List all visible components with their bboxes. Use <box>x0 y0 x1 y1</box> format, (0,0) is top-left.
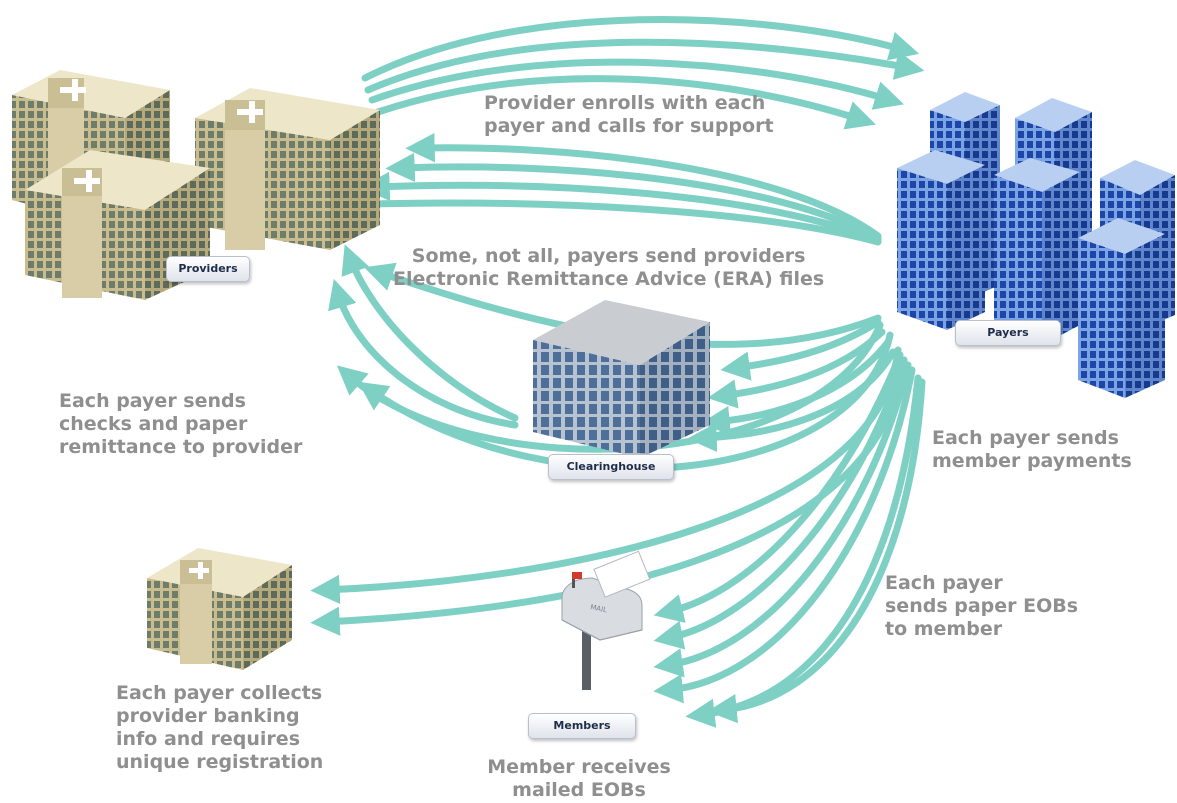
mailbox-icon: MAIL <box>561 550 651 690</box>
caption-line: Each payer sends <box>59 390 246 412</box>
caption-line: to member <box>885 618 1003 640</box>
era-arrow-3 <box>360 171 882 244</box>
caption-era-files: Some, not all, payers send providers Ele… <box>393 245 824 291</box>
caption-line: mailed EOBs <box>512 779 646 801</box>
enroll-arrow-1 <box>361 15 920 82</box>
payer-tower-3 <box>897 150 985 330</box>
clearinghouse-building <box>533 300 710 458</box>
providers-badge: Providers <box>166 256 250 282</box>
caption-line: Each payer collects <box>116 682 323 704</box>
provider-building-2 <box>195 88 380 250</box>
caption-line: provider banking <box>116 705 300 727</box>
caption-line: Each payer <box>885 572 1003 594</box>
caption-checks-paper: Each payer sends checks and paper remitt… <box>59 390 302 459</box>
caption-paper-eobs: Each payer sends paper EOBs to member <box>885 572 1078 641</box>
provider-building-3 <box>25 150 210 300</box>
eob-arrow-3 <box>653 361 912 678</box>
caption-line: Electronic Remittance Advice (ERA) files <box>393 268 825 290</box>
era-arrow-2 <box>385 152 882 242</box>
payer-tower-6 <box>1078 218 1165 398</box>
mailbox-label: MAIL <box>590 603 608 614</box>
caption-line: payer and calls for support <box>484 115 774 137</box>
enroll-arrow-4 <box>374 75 876 130</box>
caption-banking-info: Each payer collects provider banking inf… <box>116 682 323 774</box>
eob-arrow-1 <box>653 351 904 623</box>
caption-line: remittance to provider <box>59 436 303 458</box>
caption-line: sends paper EOBs <box>885 595 1079 617</box>
small-provider-building <box>147 548 292 670</box>
enroll-arrow-2 <box>364 38 925 94</box>
clearinghouse-badge: Clearinghouse <box>548 454 674 480</box>
caption-line: unique registration <box>116 751 324 773</box>
payer-ch-arrow-4 <box>687 348 897 453</box>
caption-line: Provider enrolls with each <box>484 92 766 114</box>
payers-badge: Payers <box>955 320 1061 346</box>
members-badge: Members <box>528 713 636 739</box>
enroll-arrow-3 <box>368 58 905 110</box>
payer-ch-arrow-3 <box>700 338 892 436</box>
ch-provider-arrow-2 <box>328 278 519 429</box>
eob-arrow-2 <box>653 356 908 650</box>
payer-ch-arrow-1 <box>720 318 882 381</box>
caption-line: checks and paper <box>59 413 248 435</box>
caption-line: Member receives <box>487 756 671 778</box>
caption-line: Each payer sends <box>932 427 1119 449</box>
era-arrow-4 <box>323 189 882 246</box>
providers-buildings <box>12 70 380 300</box>
payer-tower-4 <box>994 158 1080 345</box>
caption-line: Some, not all, payers send providers <box>411 245 806 267</box>
caption-line: info and requires <box>116 728 300 750</box>
eob-arrow-6 <box>707 378 926 724</box>
caption-line: member payments <box>932 450 1132 472</box>
payer-ch-arrow-2 <box>707 328 886 409</box>
era-arrow-1 <box>405 132 882 240</box>
payers-buildings <box>897 92 1175 398</box>
caption-mailed-eobs: Member receives mailed EOBs <box>484 756 674 802</box>
eob-arrow-4 <box>653 366 916 704</box>
ch-provider-arrow-1 <box>341 244 519 422</box>
caption-provider-enrolls: Provider enrolls with each payer and cal… <box>484 92 774 138</box>
caption-member-payments: Each payer sends member payments <box>932 427 1132 473</box>
